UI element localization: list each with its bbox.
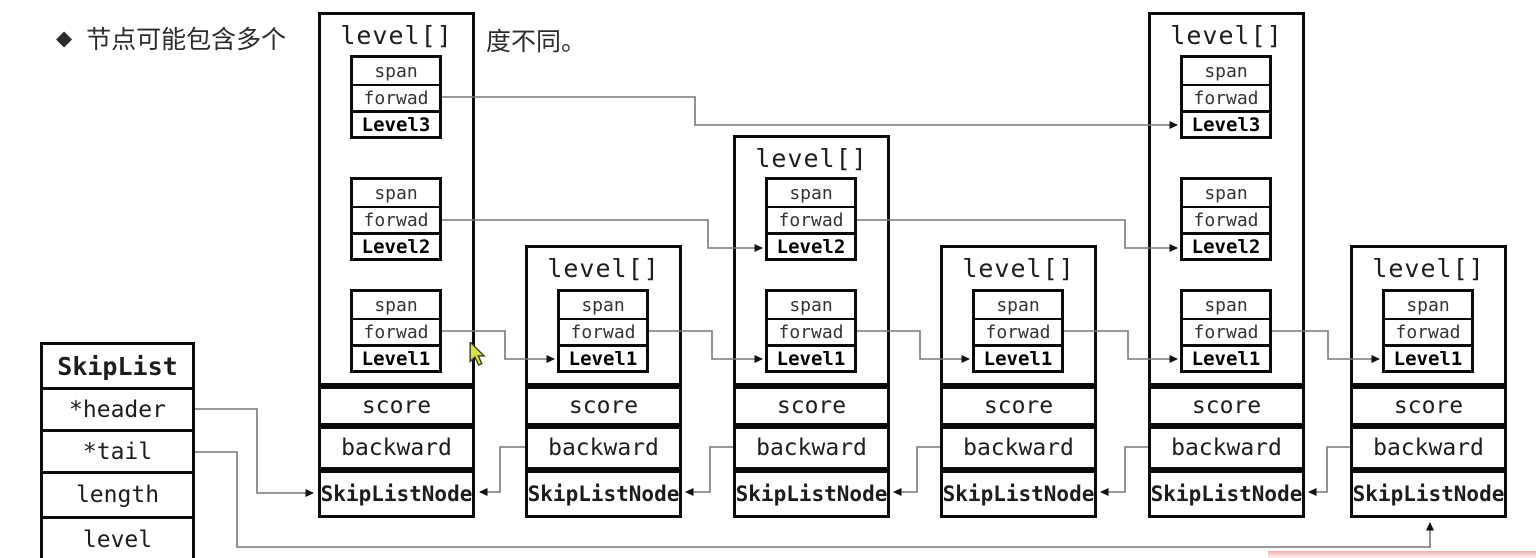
span-label: span — [768, 292, 854, 318]
span-label: span — [975, 292, 1061, 318]
node4-level-container: level[] span forwad Level1 — [940, 245, 1097, 386]
node5-level-container: level[] span forwad Level3 span forwad L… — [1148, 12, 1305, 386]
forward-label: forwad — [353, 84, 439, 110]
node1-title: level[] — [340, 20, 453, 50]
skiplist-field-level: level — [43, 516, 192, 558]
forward-label: forwad — [560, 318, 646, 344]
note-text: ◆ 节点可能包含多个 — [56, 20, 286, 56]
node3-level-container: level[] span forwad Level2 span forwad L… — [733, 135, 890, 386]
arrow-node6-backward — [1308, 446, 1350, 496]
node2-type-row: SkipListNode — [525, 470, 682, 518]
node4-title: level[] — [962, 253, 1075, 283]
node6-title: level[] — [1372, 253, 1485, 283]
forward-label: forwad — [353, 206, 439, 232]
node6-backward-row: backward — [1350, 426, 1507, 470]
node2-level1-block: span forwad Level1 — [557, 289, 649, 373]
level-name-label: Level2 — [1183, 232, 1269, 258]
level-name-label: Level3 — [1183, 110, 1269, 136]
level-name-label: Level1 — [1183, 344, 1269, 370]
level-name-label: Level1 — [768, 344, 854, 370]
node4-type-row: SkipListNode — [940, 470, 1097, 518]
level-name-label: Level2 — [353, 232, 439, 258]
node5-level2-block: span forwad Level2 — [1180, 177, 1272, 261]
arrow-node1-level2-forward — [442, 219, 763, 252]
note-text-left: 节点可能包含多个 — [86, 25, 287, 54]
forward-label: forwad — [353, 318, 439, 344]
node2-score-row: score — [525, 386, 682, 426]
red-highlight-strip — [1268, 551, 1536, 558]
node2-level-container: level[] span forwad Level1 — [525, 245, 682, 386]
node4-level1-block: span forwad Level1 — [972, 289, 1064, 373]
forward-label: forwad — [1183, 206, 1269, 232]
node6-type-row: SkipListNode — [1350, 470, 1507, 518]
forward-label: forwad — [768, 206, 854, 232]
skiplist-title: SkipList — [43, 345, 192, 387]
node3-score-row: score — [733, 386, 890, 426]
node1-backward-row: backward — [318, 426, 475, 470]
arrow-node3-level2-forward — [857, 219, 1178, 252]
forward-label: forwad — [768, 318, 854, 344]
node5-level3-block: span forwad Level3 — [1180, 55, 1272, 139]
level-name-label: Level1 — [975, 344, 1061, 370]
node5-level1-block: span forwad Level1 — [1180, 289, 1272, 373]
node1-level-container: level[] span forwad Level3 span forwad L… — [318, 12, 475, 386]
level-name-label: Level1 — [1385, 344, 1471, 370]
span-label: span — [353, 58, 439, 84]
level-name-label: Level1 — [560, 344, 646, 370]
span-label: span — [560, 292, 646, 318]
node3-title: level[] — [755, 143, 868, 173]
span-label: span — [1385, 292, 1471, 318]
skiplist-box: SkipList *header *tail length level — [40, 342, 195, 558]
node5-type-row: SkipListNode — [1148, 470, 1305, 518]
node3-backward-row: backward — [733, 426, 890, 470]
arrow-node1-level3-forward — [442, 96, 1178, 129]
forward-label: forwad — [1183, 318, 1269, 344]
arrow-node4-backward — [893, 446, 940, 496]
note-text-right: 度不同。 — [486, 27, 587, 56]
node5-title: level[] — [1170, 20, 1283, 50]
node4-backward-row: backward — [940, 426, 1097, 470]
node5-backward-row: backward — [1148, 426, 1305, 470]
node1-type-row: SkipListNode — [318, 470, 475, 518]
arrow-node3-backward — [685, 446, 733, 496]
node1-level2-block: span forwad Level2 — [350, 177, 442, 261]
span-label: span — [1183, 292, 1269, 318]
skiplist-field-length: length — [43, 471, 192, 516]
node1-level1-block: span forwad Level1 — [350, 289, 442, 373]
span-label: span — [353, 180, 439, 206]
skiplist-field-tail: *tail — [43, 429, 192, 471]
arrow-header-to-node1 — [195, 408, 314, 497]
forward-label: forwad — [1385, 318, 1471, 344]
node3-level2-block: span forwad Level2 — [765, 177, 857, 261]
node6-level-container: level[] span forwad Level1 — [1350, 245, 1507, 386]
node1-score-row: score — [318, 386, 475, 426]
level-name-label: Level2 — [768, 232, 854, 258]
node2-title: level[] — [547, 253, 660, 283]
forward-label: forwad — [975, 318, 1061, 344]
node1-level3-block: span forwad Level3 — [350, 55, 442, 139]
forward-label: forwad — [1183, 84, 1269, 110]
node3-level1-block: span forwad Level1 — [765, 289, 857, 373]
span-label: span — [768, 180, 854, 206]
level-name-label: Level1 — [353, 344, 439, 370]
skiplist-field-header: *header — [43, 387, 192, 429]
diamond-bullet-icon: ◆ — [56, 26, 73, 50]
node6-level1-block: span forwad Level1 — [1382, 289, 1474, 373]
node3-type-row: SkipListNode — [733, 470, 890, 518]
arrow-node2-backward — [479, 446, 525, 496]
span-label: span — [1183, 180, 1269, 206]
level-name-label: Level3 — [353, 110, 439, 136]
node2-backward-row: backward — [525, 426, 682, 470]
node5-score-row: score — [1148, 386, 1305, 426]
span-label: span — [1183, 58, 1269, 84]
arrow-node5-backward — [1100, 446, 1148, 496]
node4-score-row: score — [940, 386, 1097, 426]
span-label: span — [353, 292, 439, 318]
node6-score-row: score — [1350, 386, 1507, 426]
